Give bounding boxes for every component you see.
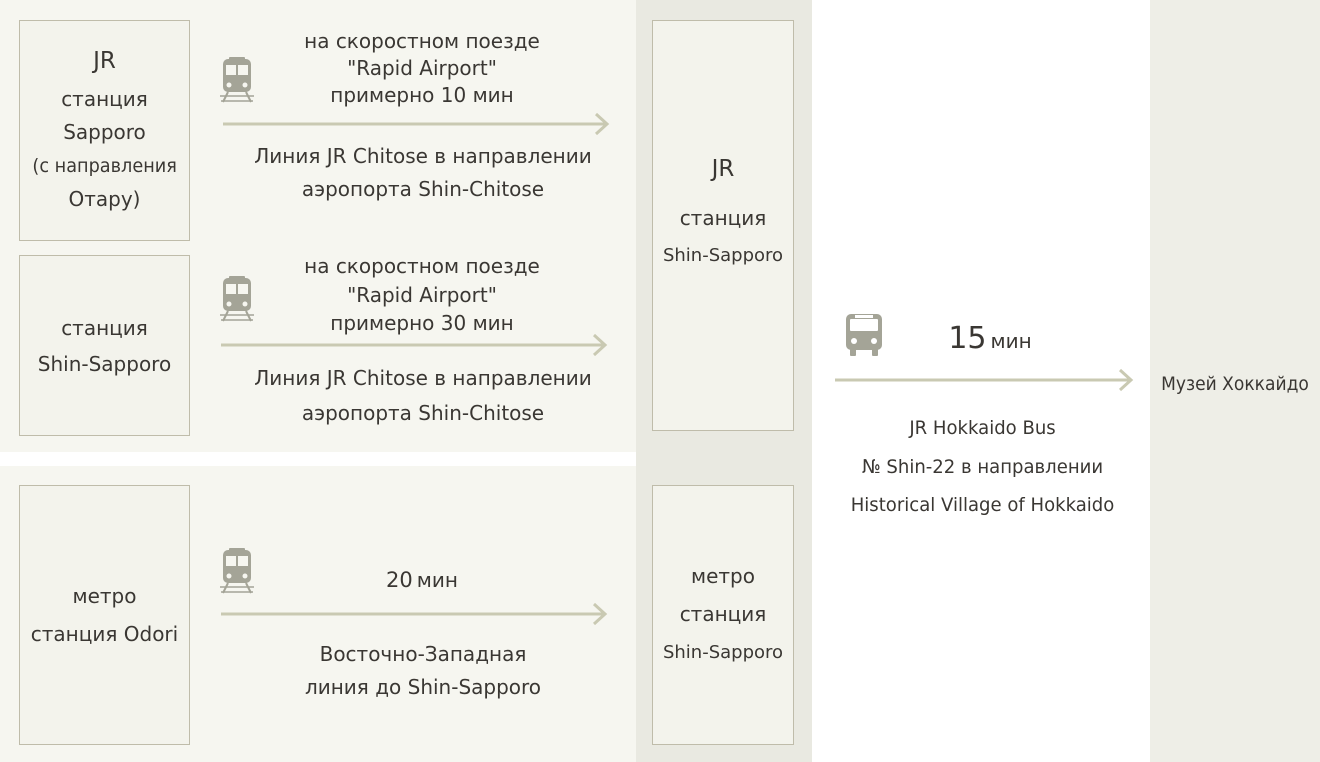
origin-line: станция Odori — [30, 622, 179, 646]
hub-line: Shin-Sapporo — [662, 642, 784, 663]
route-text-line: на скоростном поезде — [304, 29, 540, 53]
route-arrow-2 — [221, 333, 608, 357]
hub-line: станция — [679, 602, 767, 626]
route-2-top-text: на скоростном поезде "Rapid Airport" при… — [272, 252, 572, 338]
route-text-line: Восточно-Западная — [319, 642, 527, 666]
route-text-line: линия до Shin-Sapporo — [304, 675, 542, 699]
bus-arrow — [835, 368, 1134, 392]
hub-line: Shin-Sapporo — [662, 245, 784, 266]
route-text-line: на скоростном поезде — [304, 254, 540, 278]
route-text-line: Линия JR Chitose в направлении — [254, 144, 592, 168]
route-3-time-unit: мин — [416, 568, 458, 592]
route-3-bottom-text: Восточно-Западная линия до Shin-Sapporo — [223, 638, 623, 704]
route-text-line: "Rapid Airport" — [347, 56, 497, 80]
route-1-bottom-text: Линия JR Chitose в направлении аэропорта… — [223, 140, 623, 206]
bus-text-line: JR Hokkaido Bus — [909, 417, 1056, 439]
train-icon — [220, 57, 254, 103]
route-text-line: Линия JR Chitose в направлении — [254, 366, 592, 390]
route-text-line: примерно 10 мин — [330, 83, 514, 107]
route-text-line: примерно 30 мин — [330, 311, 514, 335]
route-text-line: аэропорта Shin-Chitose — [301, 401, 545, 425]
bus-text-line: № Shin-22 в направлении — [861, 455, 1104, 478]
origin-line: Отару) — [68, 187, 141, 211]
route-2-bottom-text: Линия JR Chitose в направлении аэропорта… — [223, 361, 623, 431]
route-text-line: "Rapid Airport" — [347, 282, 497, 307]
hub-box-jr-shin-sapporo: JR станция Shin-Sapporo — [652, 20, 794, 431]
hub-line: станция — [679, 206, 767, 230]
bus-icon — [846, 314, 882, 356]
destination-label: Музей Хоккайдо — [1161, 373, 1309, 395]
origin-line: JR — [93, 48, 116, 74]
hub-box-metro-shin-sapporo: метро станция Shin-Sapporo — [652, 485, 794, 745]
route-arrow-3 — [221, 602, 608, 626]
origin-box-shin-sapporo: станция Shin-Sapporo — [19, 255, 190, 436]
hub-line: метро — [691, 564, 755, 588]
origin-line: (с направления — [32, 155, 177, 177]
panel-right — [1150, 0, 1320, 762]
bus-time-unit: мин — [990, 329, 1032, 353]
origin-line: станция — [61, 87, 148, 111]
bus-text-line: Historical Village of Hokkaido — [850, 494, 1115, 516]
bus-route-text: JR Hokkaido Bus № Shin-22 в направлении … — [833, 409, 1132, 525]
train-icon — [220, 548, 254, 594]
route-arrow-1 — [223, 112, 610, 136]
origin-line: станция — [61, 315, 148, 340]
route-text-line: аэропорта Shin-Chitose — [301, 177, 545, 201]
train-icon — [220, 276, 254, 322]
route-1-top-text: на скоростном поезде "Rapid Airport" при… — [272, 28, 572, 109]
origin-box-odori: метро станция Odori — [19, 485, 190, 745]
origin-box-sapporo: JR станция Sapporo (с направления Отару) — [19, 20, 190, 241]
bus-time-number: 15 — [948, 321, 987, 356]
hub-line: JR — [711, 156, 735, 182]
origin-line: метро — [72, 584, 137, 608]
origin-line: Sapporo — [63, 120, 146, 144]
origin-line: Shin-Sapporo — [37, 351, 172, 376]
route-3-time-number: 20 — [386, 568, 413, 592]
